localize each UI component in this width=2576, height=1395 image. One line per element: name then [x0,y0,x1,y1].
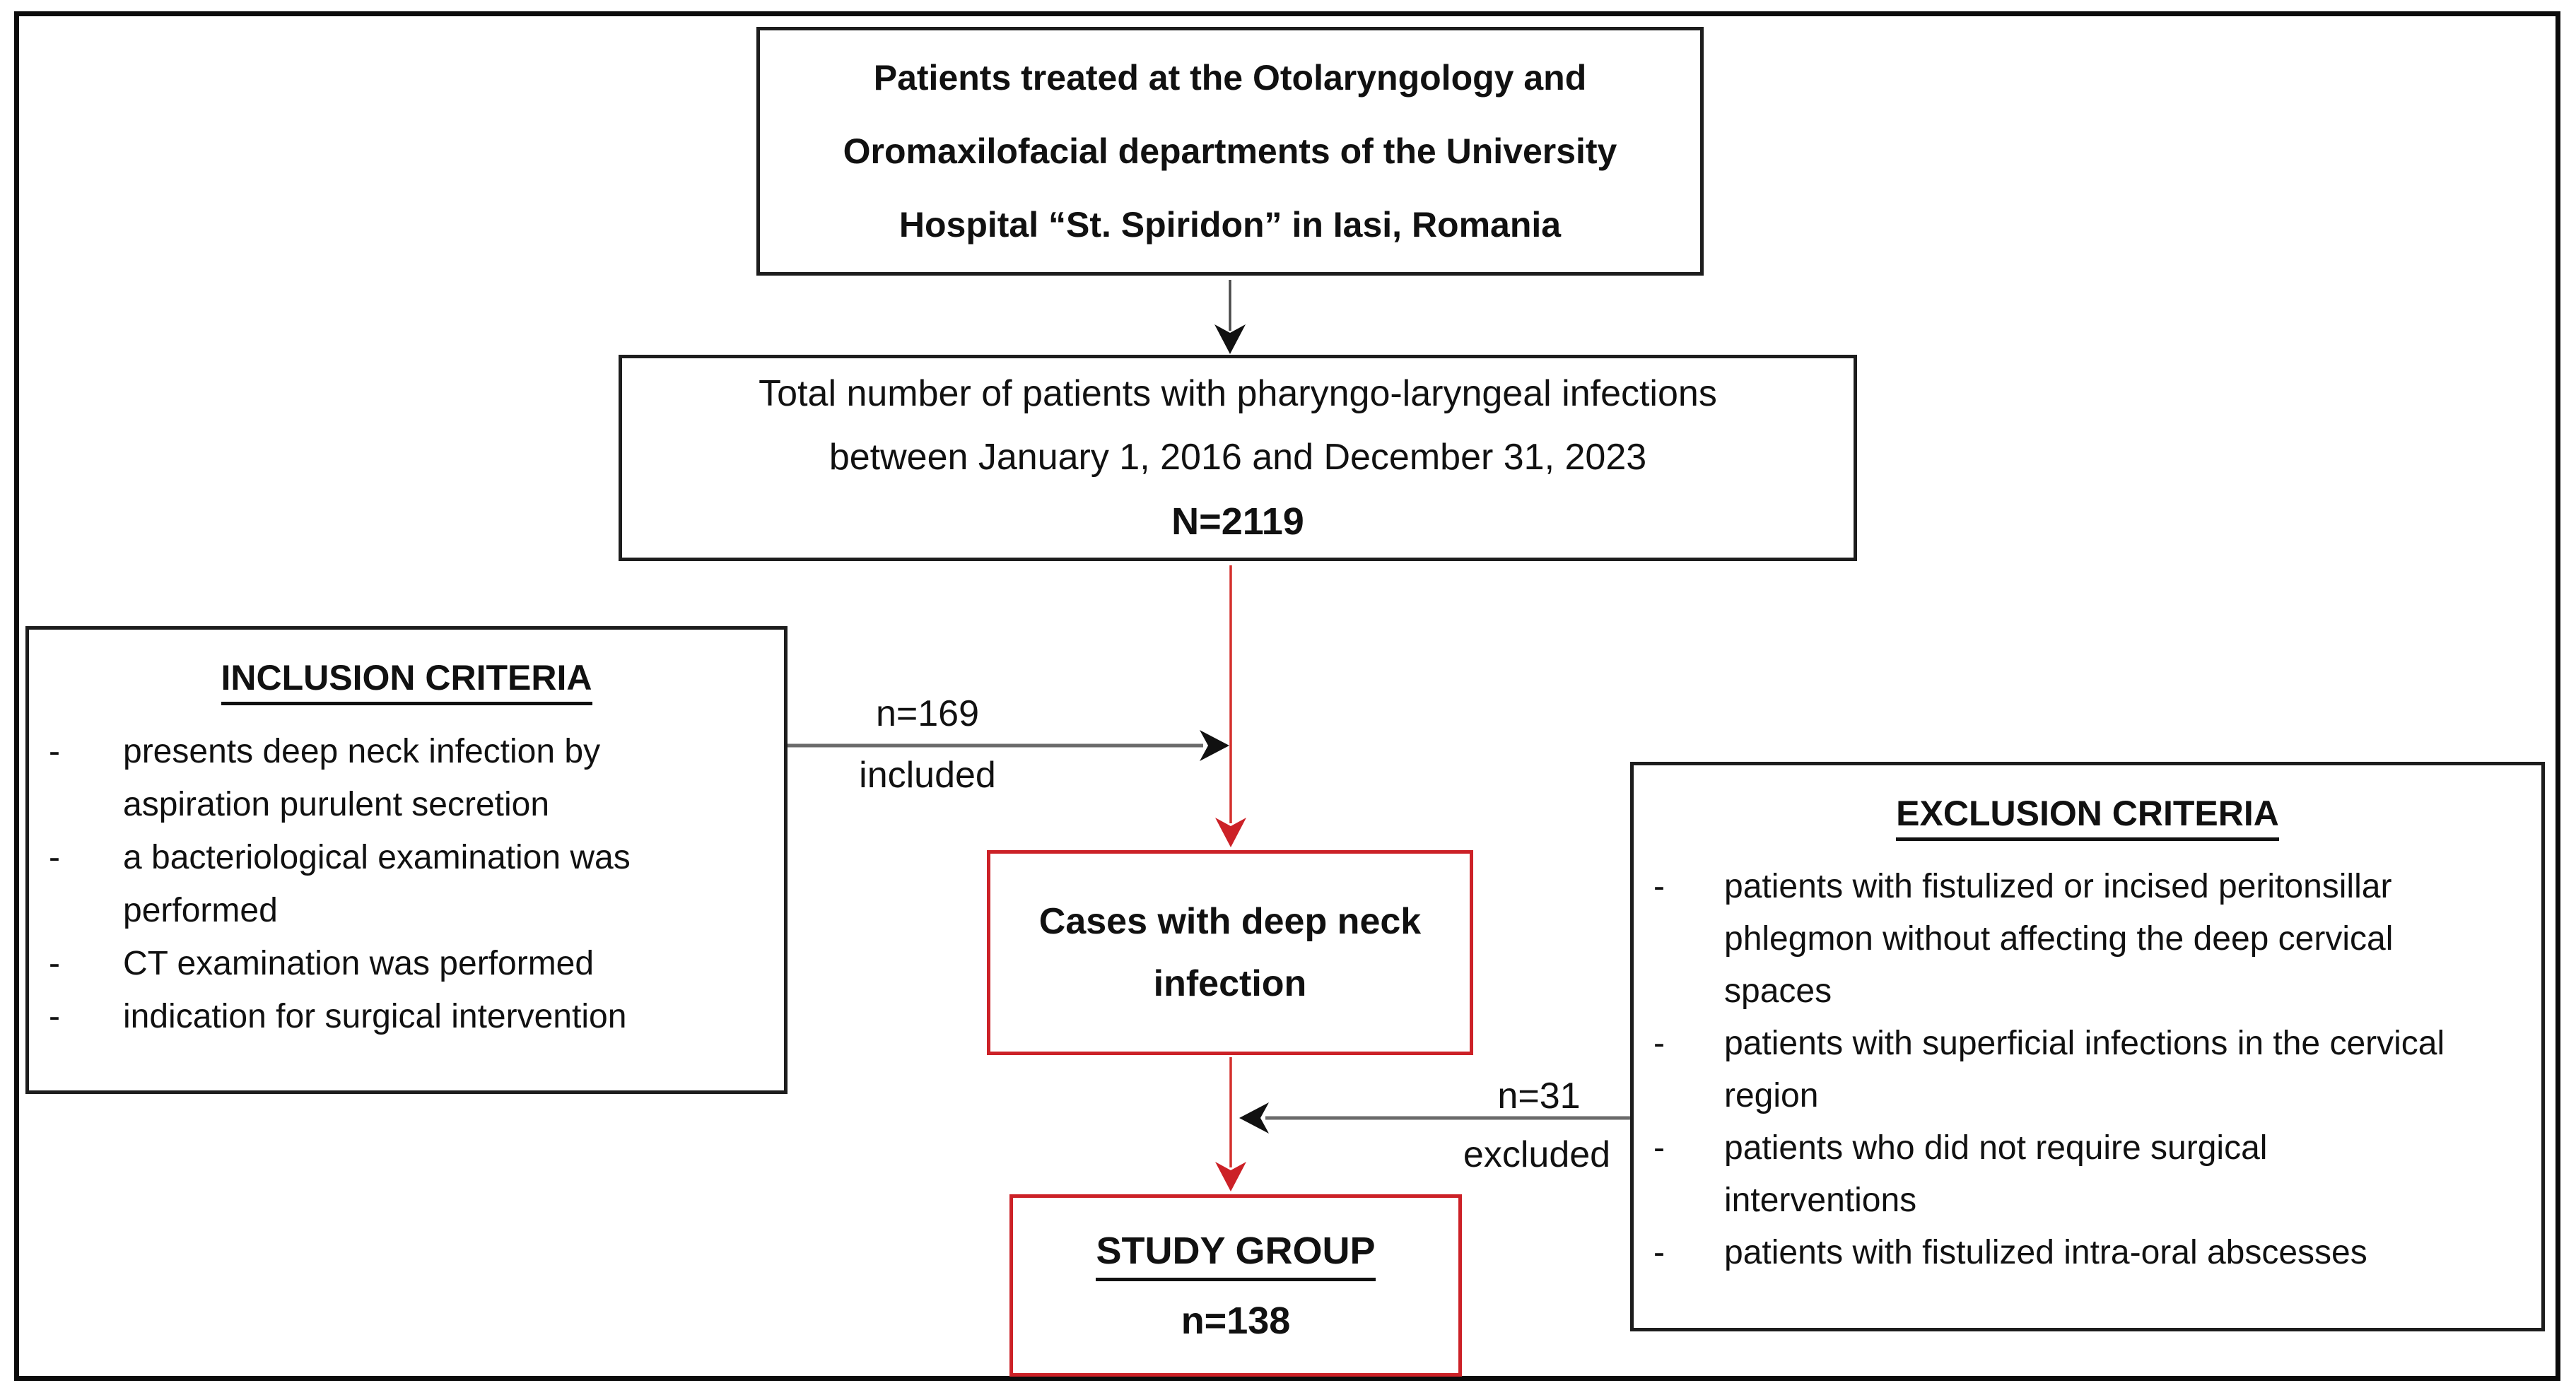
inclusion-criteria-box: INCLUSION CRITERIA - presents deep neck … [25,626,788,1094]
hospital-box-line3: Hospital “St. Spiridon” in Iasi, Romania [898,205,1562,245]
deep-neck-cases-line2: infection [1153,963,1307,1004]
inclusion-item-text: presents deep neck infection by aspirati… [123,733,601,823]
inclusion-title-wrap: INCLUSION CRITERIA [29,658,784,705]
list-item: - patients who did not require surgical … [1634,1122,2541,1227]
dash-bullet: - [49,733,60,770]
deep-neck-cases-box: Cases with deep neck infection [987,850,1473,1055]
list-item: - patients with superficial infections i… [1634,1018,2541,1122]
exclusion-title-wrap: EXCLUSION CRITERIA [1634,794,2541,841]
dash-bullet: - [49,998,60,1035]
inclusion-list: - presents deep neck infection by aspira… [29,725,784,1043]
exclusion-title: EXCLUSION CRITERIA [1896,794,2279,841]
list-item: - patients with fistulized or incised pe… [1634,861,2541,1018]
included-label: included [859,755,996,796]
list-item: - indication for surgical intervention [29,990,784,1043]
study-group-title: STUDY GROUP [1096,1230,1376,1281]
exclusion-criteria-box: EXCLUSION CRITERIA - patients with fistu… [1630,762,2545,1331]
list-item: - patients with fistulized intra-oral ab… [1634,1227,2541,1279]
hospital-box-line1: Patients treated at the Otolaryngology a… [873,58,1587,98]
dash-bullet: - [1653,1025,1665,1062]
total-patients-line1: Total number of patients with pharyngo-l… [759,373,1717,414]
exclusion-item-text: patients with fistulized or incised peri… [1724,868,2394,1010]
excluded-count-label: n=31 [1497,1076,1581,1117]
total-patients-count: N=2119 [1171,500,1304,543]
deep-neck-cases-line1: Cases with deep neck [1038,901,1422,942]
study-group-count: n=138 [1181,1299,1291,1342]
hospital-box-line2: Oromaxilofacial departments of the Unive… [843,131,1617,171]
list-item: - presents deep neck infection by aspira… [29,725,784,831]
dash-bullet: - [1653,1234,1665,1271]
hospital-box: Patients treated at the Otolaryngology a… [756,27,1704,276]
dash-bullet: - [49,839,60,876]
dash-bullet: - [1653,868,1665,905]
inclusion-title: INCLUSION CRITERIA [221,658,592,705]
inclusion-item-text: indication for surgical intervention [123,998,627,1035]
included-count-label: n=169 [875,693,980,734]
dash-bullet: - [49,945,60,982]
list-item: - CT examination was performed [29,937,784,990]
exclusion-item-text: patients with fistulized intra-oral absc… [1724,1234,2367,1271]
study-group-box: STUDY GROUP n=138 [1009,1194,1462,1377]
inclusion-item-text: a bacteriological examination was perfor… [123,839,631,929]
exclusion-item-text: patients who did not require surgical in… [1724,1129,2268,1219]
inclusion-item-text: CT examination was performed [123,945,595,982]
list-item: - a bacteriological examination was perf… [29,831,784,937]
total-patients-box: Total number of patients with pharyngo-l… [619,355,1857,561]
total-patients-line2: between January 1, 2016 and December 31,… [829,437,1647,478]
excluded-label: excluded [1463,1134,1611,1175]
outer-frame [14,11,2560,1381]
dash-bullet: - [1653,1129,1665,1167]
exclusion-item-text: patients with superficial infections in … [1724,1025,2445,1114]
exclusion-list: - patients with fistulized or incised pe… [1634,861,2541,1279]
